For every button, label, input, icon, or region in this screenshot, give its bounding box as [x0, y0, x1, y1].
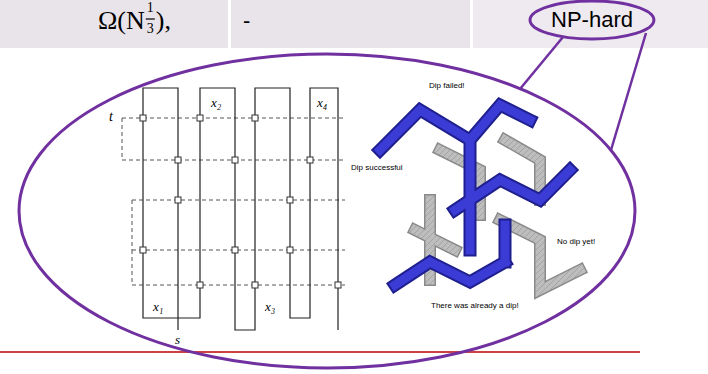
footer-rule	[0, 351, 640, 353]
ellipse-stroke	[530, 1, 654, 39]
blue-blocks	[380, 105, 570, 285]
variable-label: x₃	[264, 300, 276, 313]
crossing-gadgets	[140, 115, 341, 288]
exponent-denominator: 3	[147, 22, 154, 36]
fraction-bar	[146, 18, 155, 19]
highlight-ellipse: NP-hard	[530, 1, 654, 39]
table-cell	[231, 0, 470, 48]
annotation: Dip failed!	[428, 82, 466, 90]
complexity-bound: Ω(N	[98, 8, 145, 34]
table-cell	[473, 0, 708, 48]
table-cell	[0, 0, 228, 48]
exponent-numerator: 1	[147, 1, 154, 15]
highlighted-term: NP-hard	[551, 9, 633, 31]
callout-ellipse	[19, 54, 635, 368]
annotation: There was already a dip!	[430, 302, 520, 310]
annotation: Dip successful	[350, 164, 404, 172]
callout-leader	[520, 37, 563, 89]
terminal-label: s	[174, 333, 181, 346]
table-dash: -	[243, 10, 250, 32]
terminal-label: t	[108, 110, 114, 124]
callout-leader	[611, 33, 646, 150]
variable-label: x₁	[152, 300, 164, 313]
dashed-wires	[122, 118, 345, 285]
variable-label: x₂	[210, 96, 222, 109]
variable-label: x₄	[316, 96, 328, 109]
complexity-bound: ),	[156, 8, 171, 34]
variable-path	[143, 88, 338, 330]
annotation: No dip yet!	[556, 238, 596, 246]
